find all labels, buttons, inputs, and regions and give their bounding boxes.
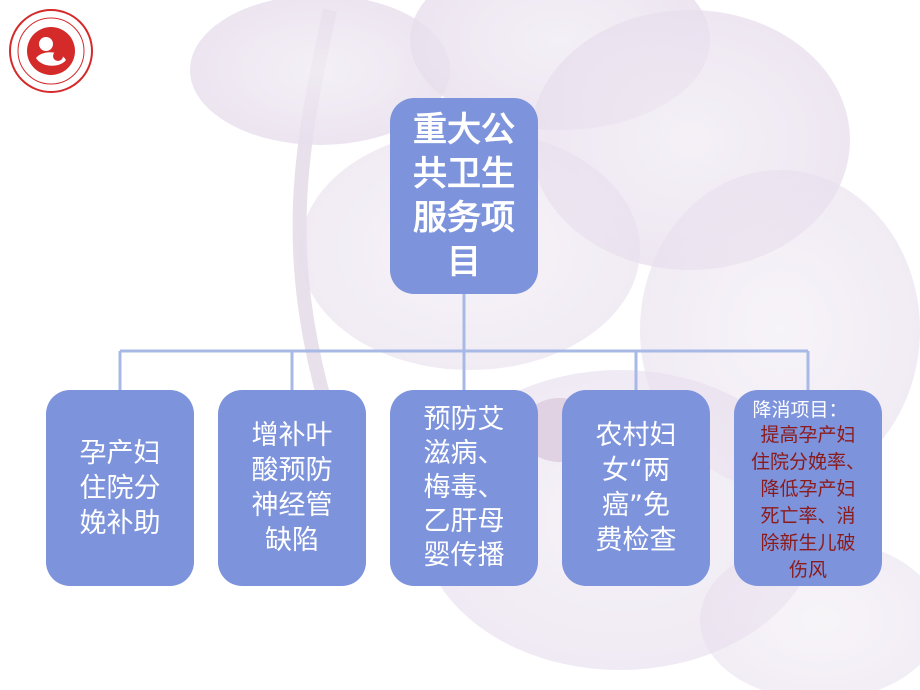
root-node: 重大公 共卫生 服务项 目 bbox=[390, 98, 538, 294]
child-node-label: 预防艾 滋病、 梅毒、 乙肝母 婴传播 bbox=[423, 404, 505, 571]
child-node-label: 农村妇 女“两 癌”免 费检查 bbox=[595, 420, 677, 556]
child-node-pmtct: 预防艾 滋病、 梅毒、 乙肝母 婴传播 bbox=[390, 390, 538, 586]
child-node-two-cancers-screening: 农村妇 女“两 癌”免 费检查 bbox=[562, 390, 710, 586]
child-node-folic-acid: 增补叶 酸预防 神经管 缺陷 bbox=[218, 390, 366, 586]
child-node-maternal-delivery-subsidy: 孕产妇 住院分 娩补助 bbox=[46, 390, 194, 586]
child-node-detail: 提高孕产妇 住院分娩率、 降低孕产妇 死亡率、消 除新生儿破 伤风 bbox=[750, 424, 865, 581]
maternal-child-health-logo-icon bbox=[9, 9, 93, 93]
root-node-label: 重大公 共卫生 服务项 目 bbox=[413, 110, 515, 282]
child-node-title: 降消项目： bbox=[752, 399, 848, 421]
child-node-label: 孕产妇 住院分 娩补助 bbox=[79, 437, 161, 539]
child-node-jiangxiao-project: 降消项目： 提高孕产妇 住院分娩率、 降低孕产妇 死亡率、消 除新生儿破 伤风 bbox=[734, 390, 882, 586]
child-node-label: 增补叶 酸预防 神经管 缺陷 bbox=[251, 420, 333, 556]
